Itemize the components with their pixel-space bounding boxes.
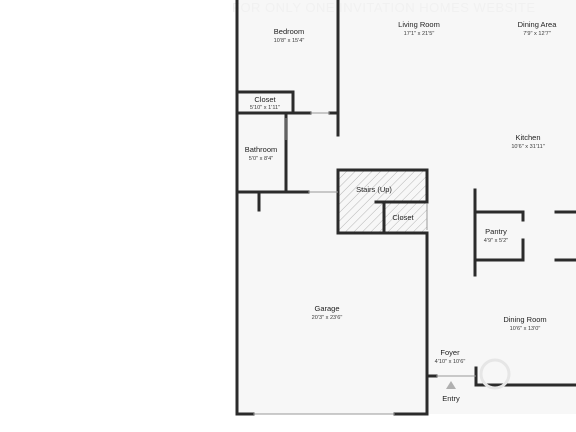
svg-text:Living Room: Living Room (398, 20, 440, 29)
svg-text:10'6" x 13'0": 10'6" x 13'0" (510, 326, 541, 332)
svg-text:4'9" x 5'2": 4'9" x 5'2" (484, 238, 508, 244)
svg-text:5'10" x 1'11": 5'10" x 1'11" (250, 105, 280, 111)
svg-text:Garage: Garage (314, 304, 339, 313)
svg-text:Stairs (Up): Stairs (Up) (356, 185, 392, 194)
openings (253, 112, 476, 415)
svg-text:4'10" x 10'6": 4'10" x 10'6" (435, 359, 466, 365)
walls (235, 0, 576, 416)
room-foyer: Foyer 4'10" x 10'6" (435, 348, 466, 365)
svg-text:20'3" x 23'6": 20'3" x 23'6" (312, 315, 343, 321)
room-living-room: Living Room 17'1" x 21'5" (398, 20, 440, 37)
room-stairs: Stairs (Up) (356, 185, 392, 194)
svg-text:Closet: Closet (392, 213, 414, 222)
svg-text:Closet: Closet (254, 95, 276, 104)
svg-text:10'6" x 31'11": 10'6" x 31'11" (511, 144, 544, 150)
room-bathroom: Bathroom 5'0" x 8'4" (245, 145, 278, 162)
logo-icon (479, 358, 511, 390)
room-closet-bedroom: Closet 5'10" x 1'11" (250, 95, 280, 111)
svg-text:5'0" x 8'4": 5'0" x 8'4" (249, 156, 273, 162)
room-garage: Garage 20'3" x 23'6" (312, 304, 343, 321)
entry-label: Entry (442, 394, 460, 403)
watermark: FOR ONLY ONE INVITATION HOMES WEBSITE (232, 0, 536, 15)
svg-text:7'9" x 12'7": 7'9" x 12'7" (523, 31, 551, 37)
room-kitchen: Kitchen 10'6" x 31'11" (511, 133, 544, 150)
svg-text:10'8" x 15'4": 10'8" x 15'4" (274, 38, 305, 44)
svg-text:Bathroom: Bathroom (245, 145, 278, 154)
svg-text:Bedroom: Bedroom (274, 27, 304, 36)
room-dining-room: Dining Room 10'6" x 13'0" (503, 315, 546, 332)
svg-text:Dining Room: Dining Room (503, 315, 546, 324)
svg-text:17'1" x 21'5": 17'1" x 21'5" (404, 31, 435, 37)
room-bedroom: Bedroom 10'8" x 15'4" (274, 27, 305, 44)
room-closet-stairs: Closet (392, 213, 414, 222)
svg-text:Pantry: Pantry (485, 227, 507, 236)
room-pantry: Pantry 4'9" x 5'2" (484, 227, 508, 244)
svg-text:Dining Area: Dining Area (518, 20, 558, 29)
entry-arrow-icon (446, 381, 456, 389)
svg-text:Foyer: Foyer (440, 348, 460, 357)
svg-text:Kitchen: Kitchen (515, 133, 540, 142)
room-dining-area: Dining Area 7'9" x 12'7" (518, 20, 558, 37)
